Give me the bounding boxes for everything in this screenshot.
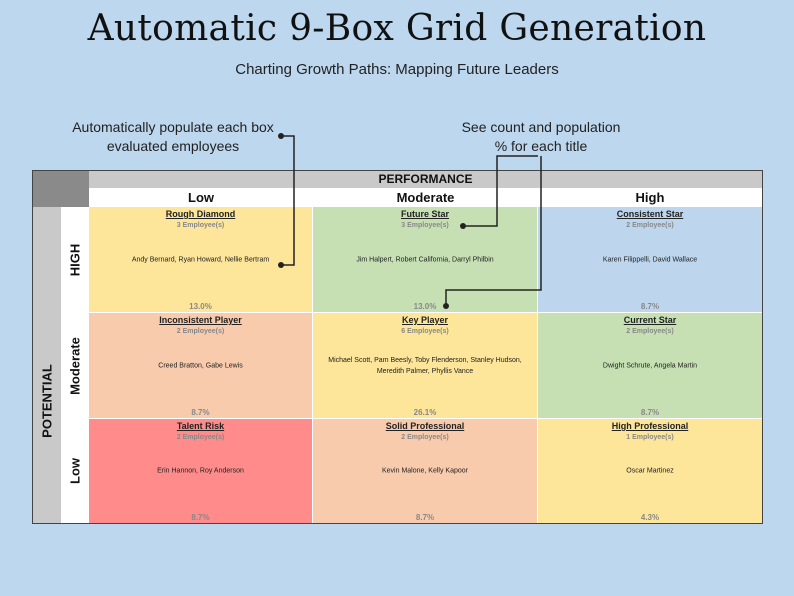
cell-names: Andy Bernard, Ryan Howard, Nellie Bertra… — [131, 256, 270, 263]
cell-names: Creed Bratton, Gabe Lewis — [158, 362, 243, 369]
cell-consistent-star: Consistent Star 2 Employee(s) Karen Fili… — [538, 207, 762, 313]
page-title: Automatic 9-Box Grid Generation — [87, 8, 707, 49]
cell-title: Future Star — [400, 209, 449, 219]
cell-title: Consistent Star — [616, 209, 684, 219]
cell-percent: 13.0% — [189, 302, 212, 311]
cell-percent: 8.7% — [640, 408, 660, 417]
column-header-moderate: Moderate — [313, 188, 538, 207]
cell-names: Michael Scott, Pam Beesly, Toby Flenders… — [328, 356, 522, 375]
cell-count: 2 Employee(s) — [176, 434, 225, 441]
row-header-high: HIGH — [61, 207, 89, 313]
cell-talent-risk: Talent Risk 2 Employee(s) Erin Hannon, R… — [89, 419, 313, 523]
cell-solid-professional: Solid Professional 2 Employee(s) Kevin M… — [313, 419, 538, 523]
row-header-moderate-label: Moderate — [67, 337, 83, 395]
cell-names: Jim Halpert, Robert California, Darryl P… — [356, 256, 494, 263]
cell-inconsistent-player: Inconsistent Player 2 Employee(s) Creed … — [89, 313, 313, 419]
cell-count: 2 Employee(s) — [626, 222, 674, 229]
cell-title: Solid Professional — [385, 421, 465, 431]
annotation-populate-line1: Automatically populate each box — [72, 119, 274, 135]
cell-percent: 4.3% — [640, 513, 660, 522]
cell-key-player: Key Player 6 Employee(s) Michael Scott, … — [313, 313, 538, 419]
cell-rough-diamond: Rough Diamond 3 Employee(s) Andy Bernard… — [89, 207, 313, 313]
cell-high-professional: High Professional 1 Employee(s) Oscar Ma… — [538, 419, 762, 523]
cell-names: Karen Filippelli, David Wallace — [602, 256, 698, 263]
cell-title: Key Player — [401, 315, 449, 325]
cell-future-star: Future Star 3 Employee(s) Jim Halpert, R… — [313, 207, 538, 313]
cell-percent: 8.7% — [191, 513, 210, 522]
annotation-count-line2: % for each title — [494, 138, 588, 154]
cell-title: Inconsistent Player — [159, 315, 242, 325]
grid-corner — [33, 171, 89, 207]
cell-count: 2 Employee(s) — [401, 434, 449, 441]
cell-title: Current Star — [623, 315, 677, 325]
potential-axis-label: POTENTIAL — [39, 364, 55, 438]
cell-percent: 26.1% — [413, 408, 437, 417]
cell-percent: 8.7% — [640, 302, 660, 311]
cell-title: High Professional — [611, 421, 689, 431]
cell-count: 3 Employee(s) — [176, 222, 225, 229]
cell-percent: 13.0% — [413, 302, 437, 311]
cell-names: Erin Hannon, Roy Anderson — [157, 467, 244, 475]
column-header-low: Low — [89, 188, 313, 207]
annotation-populate: Automatically populate each box evaluate… — [64, 118, 282, 156]
cell-count: 6 Employee(s) — [401, 328, 449, 335]
cell-title: Talent Risk — [176, 421, 225, 431]
annotation-count-line1: See count and population — [461, 119, 621, 135]
row-header-moderate: Moderate — [61, 313, 89, 419]
column-header-high: High — [538, 188, 762, 207]
potential-axis-strip: POTENTIAL — [33, 207, 61, 523]
row-header-low-label: Low — [67, 458, 83, 484]
cell-names: Oscar Martinez — [626, 467, 674, 475]
cell-count: 1 Employee(s) — [626, 434, 674, 441]
performance-axis-label: PERFORMANCE — [89, 171, 762, 188]
annotation-count: See count and population % for each titl… — [446, 118, 636, 156]
row-header-high-label: HIGH — [67, 243, 83, 277]
cell-percent: 8.7% — [191, 408, 210, 417]
cell-count: 3 Employee(s) — [401, 222, 449, 229]
page-subtitle: Charting Growth Paths: Mapping Future Le… — [235, 61, 559, 78]
cell-title: Rough Diamond — [165, 209, 236, 219]
cell-names: Dwight Schrute, Angela Martin — [602, 362, 698, 369]
cell-percent: 8.7% — [415, 513, 435, 522]
cell-count: 2 Employee(s) — [626, 328, 674, 335]
cell-current-star: Current Star 2 Employee(s) Dwight Schrut… — [538, 313, 762, 419]
annotation-populate-line2: evaluated employees — [106, 138, 240, 154]
nine-box-grid: PERFORMANCE Low Moderate High POTENTIAL … — [32, 170, 763, 524]
row-header-low: Low — [61, 419, 89, 523]
cell-names: Kevin Malone, Kelly Kapoor — [382, 467, 468, 475]
cell-count: 2 Employee(s) — [176, 328, 225, 335]
